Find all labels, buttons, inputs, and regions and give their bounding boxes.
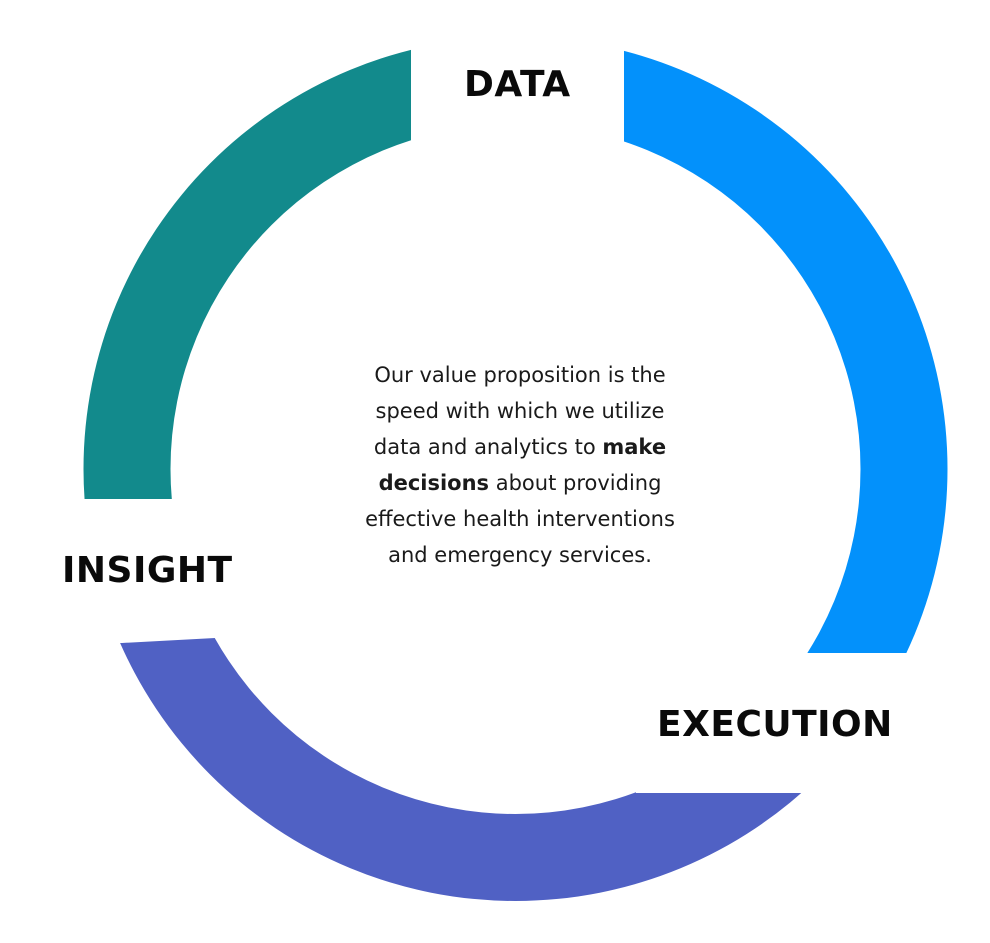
text-line: speed with which we utilize [375,399,665,423]
text-line: data and analytics to make [330,429,710,465]
text-line: decisions about providing [330,465,710,501]
text-segment: about providing [489,471,662,495]
data-segment [624,50,948,653]
insight-segment [83,49,411,499]
value-proposition-text: Our value proposition is the speed with … [330,357,710,573]
bold-text: make [602,435,667,459]
text-segment: data and analytics to [373,435,603,459]
text-line: effective health interventions [365,507,675,531]
bold-text: decisions [378,471,490,495]
insight-label: INSIGHT [62,550,233,591]
execution-label: EXECUTION [657,704,893,745]
text-line: Our value proposition is the [374,363,666,387]
data-label: DATA [464,64,571,105]
text-line: and emergency services. [388,543,652,567]
